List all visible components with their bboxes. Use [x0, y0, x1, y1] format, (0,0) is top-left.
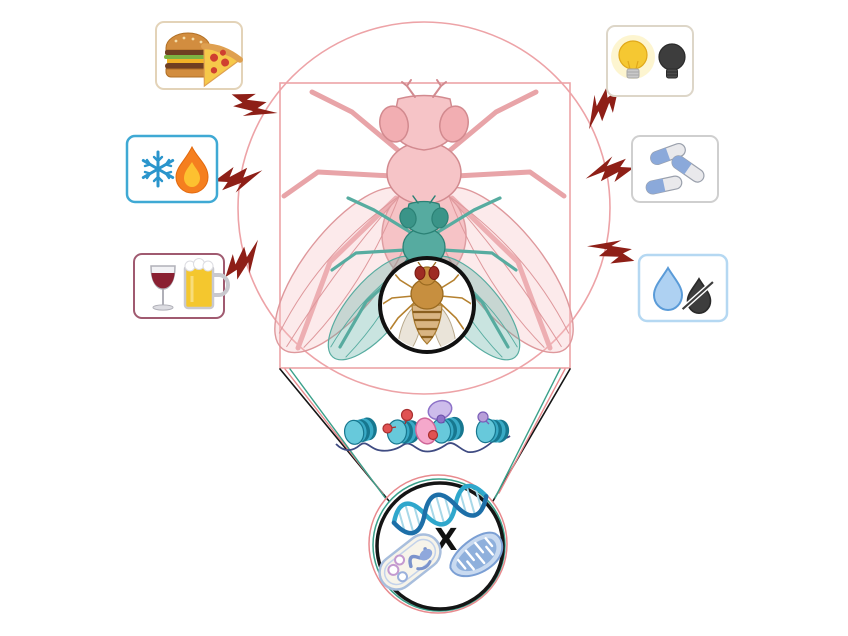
nucleosome	[342, 415, 380, 447]
pink-fly-antennae	[401, 79, 447, 98]
drosophila-left-eye	[414, 266, 426, 280]
histone-mark-red	[400, 408, 414, 422]
teal-fly-right-eye	[431, 207, 449, 229]
dna-string	[335, 435, 511, 454]
bacterium	[378, 533, 442, 591]
wine-glass-icon	[150, 265, 176, 311]
pink-fly-thorax	[386, 141, 462, 205]
histone-mark-red	[382, 423, 393, 434]
lightning-bolt-icon	[586, 226, 640, 274]
drosophila-abdomen-stripes	[413, 310, 441, 339]
histone-modification-marks	[382, 399, 490, 445]
stressor-box-drugs	[631, 135, 719, 203]
teal-fly-head	[404, 200, 444, 235]
snowflake-icon	[141, 150, 175, 188]
stressor-box-hydration	[637, 253, 729, 323]
stressor-box-alcohol	[133, 253, 230, 319]
organelle-circle: X	[368, 474, 508, 614]
vitruvian-circle	[237, 21, 611, 395]
drosophila-abdomen	[411, 304, 443, 345]
histone-mark-purple	[477, 411, 489, 423]
dna-double-helix	[391, 483, 489, 536]
water-drop-crossed-icon	[680, 277, 715, 315]
water-drop-icon	[652, 266, 684, 311]
lightbulb-off-icon	[658, 43, 686, 79]
flame-icon	[175, 145, 209, 194]
lightbulb-on-icon	[611, 35, 655, 79]
stressor-box-temperature	[125, 134, 219, 204]
stressor-box-diet	[155, 21, 243, 90]
lightning-bolt-icon	[585, 155, 635, 183]
drosophila-right-eye	[428, 266, 440, 280]
teal-fly-antennae	[412, 195, 436, 204]
teal-fly-left-eye	[399, 207, 417, 229]
histone-mark-purple	[436, 414, 446, 424]
pink-fly-right-eye	[439, 105, 469, 143]
mitochondrion	[449, 531, 504, 578]
stressor-box-light	[606, 25, 694, 97]
pink-fly-left-eye	[379, 105, 409, 143]
beer-mug-icon	[183, 258, 230, 310]
vitruvian-square	[279, 82, 571, 369]
magnification-funnel	[279, 368, 571, 502]
hamburger-icon	[164, 32, 212, 78]
lightning-bolt-icon	[213, 166, 263, 194]
drosophila-legs	[383, 272, 471, 332]
chromatin-row	[335, 399, 512, 454]
pizza-slice-icon	[201, 43, 243, 88]
vitruvian-frame	[237, 21, 611, 395]
histone-mark-red	[427, 429, 439, 441]
